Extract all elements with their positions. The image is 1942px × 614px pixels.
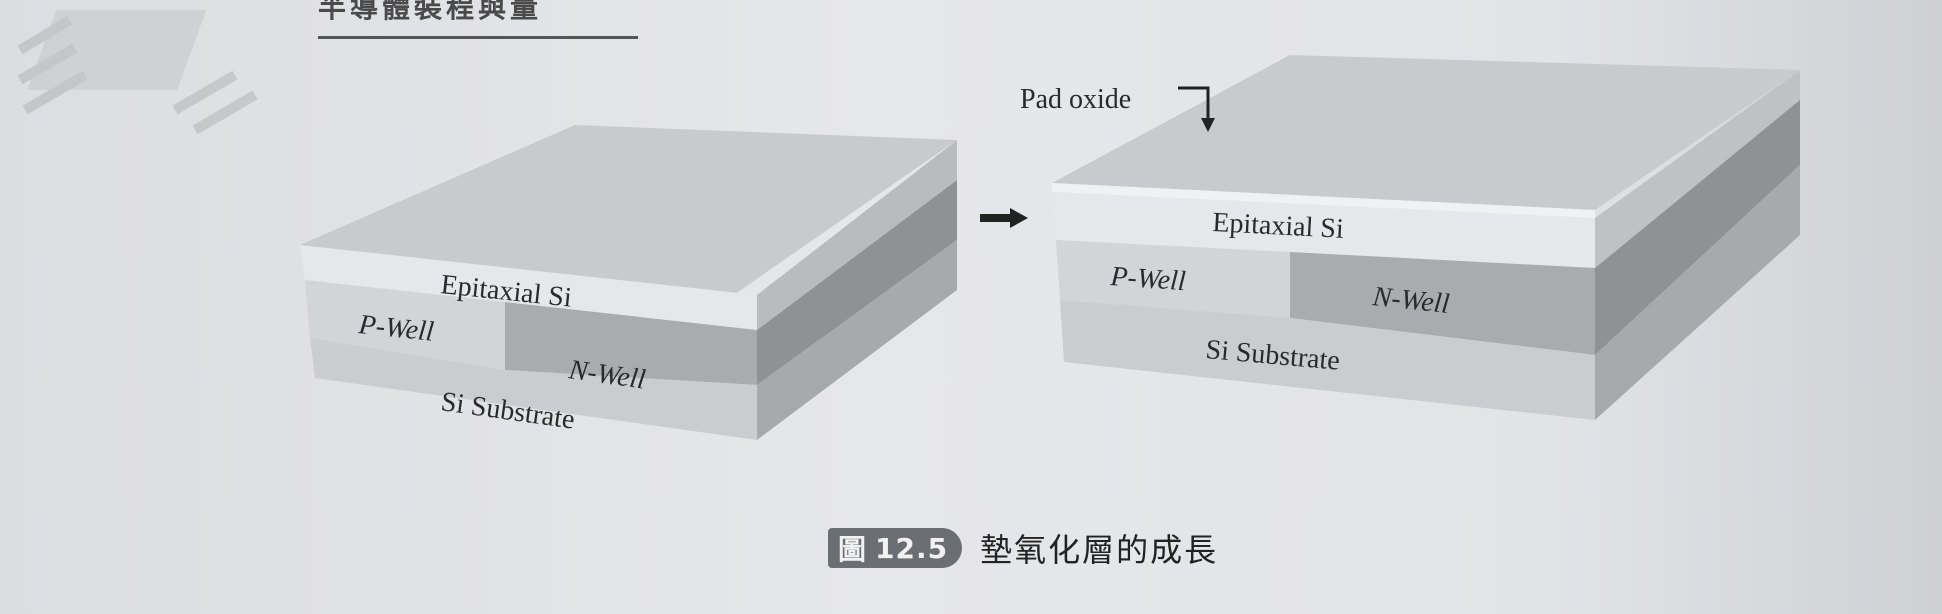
right-front-pwell — [1056, 240, 1290, 318]
figure-prefix: 圖 — [838, 533, 868, 566]
left-front-nwell — [505, 302, 757, 385]
pad-oxide-label: Pad oxide — [1020, 84, 1131, 115]
right-top-face — [1052, 55, 1800, 210]
right-front-epitaxial — [1052, 192, 1595, 268]
figure-number: 12.5 — [875, 531, 949, 565]
pad-oxide-leader — [1178, 86, 1215, 132]
figure-title: 墊氧化層的成長 — [980, 531, 1219, 569]
left-side-epitaxial — [757, 140, 957, 330]
chip-icon — [17, 10, 258, 135]
right-wafer-block — [1052, 55, 1800, 420]
left-front-pwell — [305, 280, 505, 370]
right-side-epitaxial — [1595, 70, 1800, 268]
right-side-substrate — [1595, 165, 1800, 420]
left-wafer-block — [300, 125, 957, 440]
right-epitaxial-label: Epitaxial Si — [1212, 207, 1345, 245]
left-side-wells — [757, 180, 957, 385]
left-side-substrate — [757, 240, 957, 440]
right-front-substrate — [1060, 300, 1595, 420]
left-front-epitaxial — [300, 245, 757, 330]
right-pwell-label: P-Well — [1109, 261, 1187, 297]
header-rule — [318, 36, 638, 39]
right-front-nwell — [1290, 252, 1595, 355]
figure-caption: 圖 12.5 墊氧化層的成長 — [828, 526, 1218, 570]
left-front-substrate — [310, 338, 757, 440]
section-header: 半導體裝程與量 — [318, 0, 543, 24]
figure-badge: 圖 12.5 — [828, 528, 963, 568]
right-pad-oxide — [1052, 183, 1595, 218]
right-side-wells — [1595, 100, 1800, 355]
process-arrow-icon — [980, 208, 1028, 228]
